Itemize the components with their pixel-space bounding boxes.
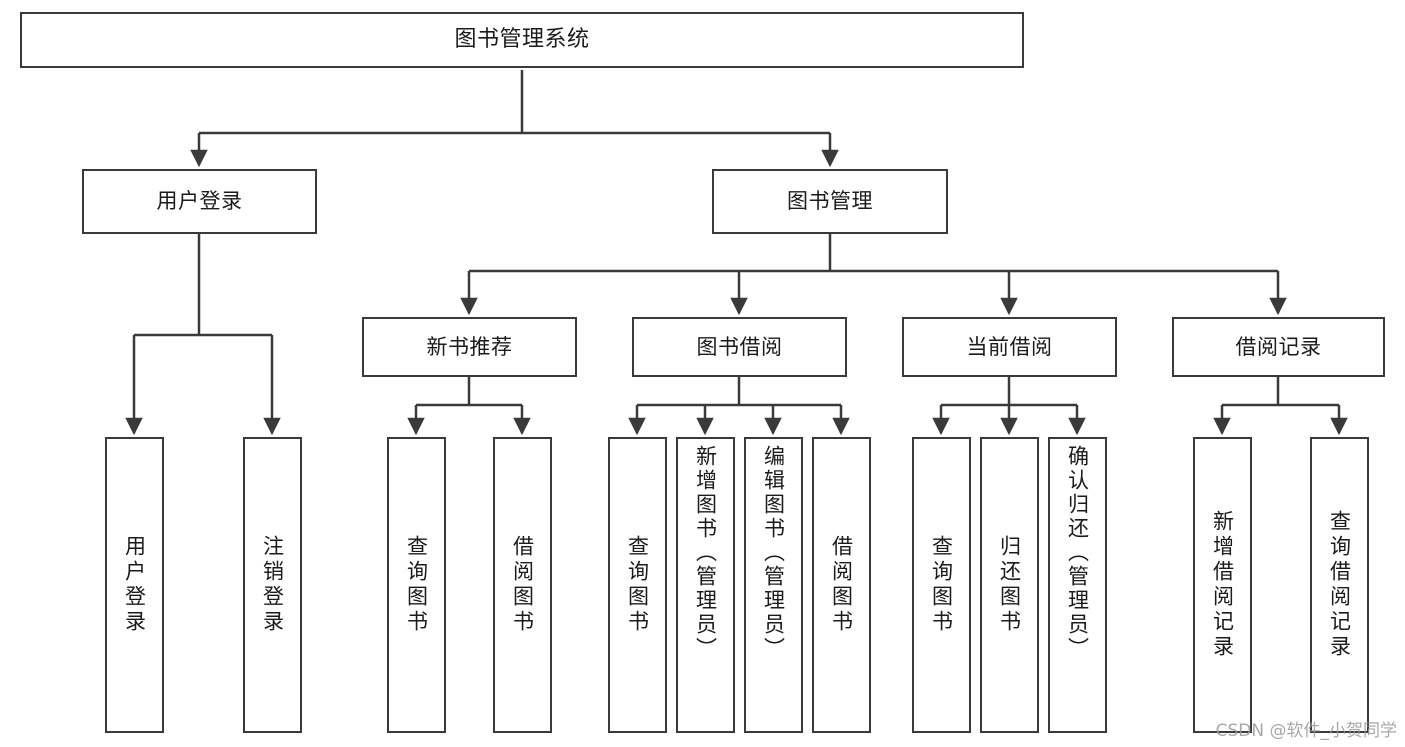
node-label: 归还图书 bbox=[997, 535, 1022, 635]
node-label: 图书借阅 bbox=[696, 334, 783, 359]
node-label: 当前借阅 bbox=[966, 334, 1053, 359]
node-label: 确认归还（管理员） bbox=[1065, 445, 1090, 661]
csdn-watermark: CSDN @软件_小贺同学 bbox=[1215, 721, 1397, 741]
node-book-management[interactable]: 图书管理 bbox=[712, 169, 948, 234]
leaf-borrow-edit-book-admin[interactable]: 编辑图书（管理员） bbox=[744, 437, 803, 733]
node-label: 借阅记录 bbox=[1235, 334, 1322, 359]
node-label: 图书管理系统 bbox=[454, 27, 590, 53]
node-book-borrow[interactable]: 图书借阅 bbox=[632, 317, 847, 377]
node-label: 用户登录 bbox=[122, 535, 147, 635]
node-label: 用户登录 bbox=[156, 189, 243, 214]
leaf-current-return-book[interactable]: 归还图书 bbox=[980, 437, 1039, 733]
leaf-borrow-borrow-book[interactable]: 借阅图书 bbox=[812, 437, 871, 733]
node-label: 新增图书（管理员） bbox=[693, 445, 718, 661]
node-new-book-recommend[interactable]: 新书推荐 bbox=[362, 317, 577, 377]
node-label: 查询图书 bbox=[404, 535, 429, 635]
leaf-recommend-query-book[interactable]: 查询图书 bbox=[387, 437, 446, 733]
node-current-borrow[interactable]: 当前借阅 bbox=[902, 317, 1117, 377]
node-label: 注销登录 bbox=[260, 535, 285, 635]
leaf-record-query-record[interactable]: 查询借阅记录 bbox=[1310, 437, 1369, 733]
node-label: 新书推荐 bbox=[426, 334, 513, 359]
leaf-current-query-book[interactable]: 查询图书 bbox=[912, 437, 971, 733]
node-user-login[interactable]: 用户登录 bbox=[82, 169, 317, 234]
node-label: 编辑图书（管理员） bbox=[761, 445, 786, 661]
leaf-current-confirm-return-admin[interactable]: 确认归还（管理员） bbox=[1048, 437, 1107, 733]
node-label: 借阅图书 bbox=[829, 535, 854, 635]
leaf-recommend-borrow-book[interactable]: 借阅图书 bbox=[493, 437, 552, 733]
node-root-system[interactable]: 图书管理系统 bbox=[20, 12, 1024, 68]
node-label: 查询图书 bbox=[625, 535, 650, 635]
node-label: 借阅图书 bbox=[510, 535, 535, 635]
leaf-user-login[interactable]: 用户登录 bbox=[105, 437, 164, 733]
leaf-borrow-query-book[interactable]: 查询图书 bbox=[608, 437, 667, 733]
node-label: 图书管理 bbox=[787, 189, 873, 214]
leaf-logout-login[interactable]: 注销登录 bbox=[243, 437, 302, 733]
node-label: 新增借阅记录 bbox=[1210, 510, 1235, 660]
leaf-borrow-add-book-admin[interactable]: 新增图书（管理员） bbox=[676, 437, 735, 733]
node-label: 查询借阅记录 bbox=[1327, 510, 1352, 660]
node-label: 查询图书 bbox=[929, 535, 954, 635]
node-borrow-record[interactable]: 借阅记录 bbox=[1172, 317, 1385, 377]
leaf-record-add-record[interactable]: 新增借阅记录 bbox=[1193, 437, 1252, 733]
